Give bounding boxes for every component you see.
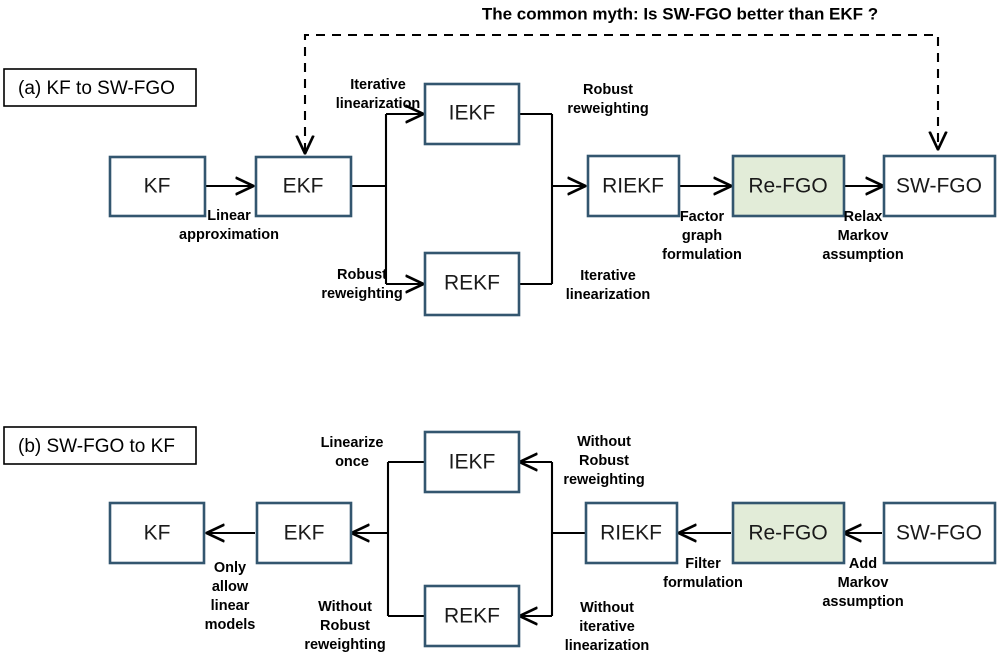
svg-text:reweighting: reweighting	[567, 101, 648, 117]
svg-text:Linear: Linear	[207, 208, 251, 224]
node-a-kf-label: KF	[144, 175, 171, 198]
svg-text:linearization: linearization	[336, 96, 421, 112]
panel-b-label-box	[3, 426, 197, 465]
panel-a-label-box	[3, 68, 197, 107]
a-lbl-relax: Relax Markov assumption	[822, 209, 903, 263]
svg-text:formulation: formulation	[663, 575, 743, 591]
node-a-refgo-label: Re-FGO	[748, 175, 827, 198]
svg-text:Without: Without	[318, 599, 372, 615]
node-a-riekf-label: RIEKF	[602, 175, 664, 198]
b-lbl-linonce: Linearize once	[321, 435, 384, 470]
svg-text:formulation: formulation	[662, 247, 742, 263]
node-b-swfgo-label: SW-FGO	[896, 522, 982, 545]
node-b-rekf: REKF	[423, 584, 521, 648]
node-b-iekf-label: IEKF	[449, 451, 496, 474]
svg-text:graph: graph	[682, 228, 722, 244]
svg-text:once: once	[335, 454, 369, 470]
node-a-swfgo-label: SW-FGO	[896, 175, 982, 198]
svg-text:reweighting: reweighting	[321, 286, 402, 302]
node-a-rekf: REKF	[423, 251, 521, 317]
svg-text:Without: Without	[577, 434, 631, 450]
node-a-iekf-label: IEKF	[449, 102, 496, 125]
svg-text:reweighting: reweighting	[304, 637, 385, 653]
b-lbl-worobust-topright: Without Robust reweighting	[563, 434, 644, 488]
node-a-ekf: EKF	[254, 155, 353, 218]
node-a-iekf: IEKF	[423, 82, 521, 146]
svg-text:Iterative: Iterative	[580, 268, 636, 284]
svg-text:approximation: approximation	[179, 227, 279, 243]
svg-text:Only: Only	[214, 560, 246, 576]
node-b-kf-label: KF	[144, 522, 171, 545]
node-a-refgo: Re-FGO	[731, 154, 846, 218]
svg-text:Linearize: Linearize	[321, 435, 384, 451]
b-lbl-worobust-bottomleft: Without Robust reweighting	[304, 599, 385, 653]
svg-text:allow: allow	[212, 579, 249, 595]
svg-text:reweighting: reweighting	[563, 472, 644, 488]
node-a-ekf-label: EKF	[283, 175, 324, 198]
node-a-riekf: RIEKF	[586, 154, 681, 218]
panel-a-label: (a) KF to SW-FGO	[18, 78, 175, 99]
node-b-refgo: Re-FGO	[731, 501, 846, 565]
svg-text:linearization: linearization	[566, 287, 651, 303]
svg-text:Markov: Markov	[838, 228, 889, 244]
svg-text:Without: Without	[580, 600, 634, 616]
svg-text:Robust: Robust	[337, 267, 387, 283]
svg-text:Add: Add	[849, 556, 877, 572]
node-b-kf: KF	[108, 501, 206, 565]
node-a-rekf-label: REKF	[444, 272, 500, 295]
svg-text:linearization: linearization	[565, 638, 650, 654]
svg-text:Markov: Markov	[838, 575, 889, 591]
b-lbl-woiter: Without iterative linearization	[565, 600, 650, 654]
a-lbl-iterlin: Iterative linearization	[336, 77, 421, 112]
myth-dashed-connector	[305, 33, 938, 152]
svg-text:Factor: Factor	[680, 209, 725, 225]
svg-text:Iterative: Iterative	[350, 77, 406, 93]
svg-text:models: models	[205, 617, 256, 633]
node-b-iekf: IEKF	[423, 430, 521, 494]
node-b-refgo-label: Re-FGO	[748, 522, 827, 545]
svg-text:Robust: Robust	[320, 618, 370, 634]
node-b-swfgo: SW-FGO	[882, 501, 997, 565]
svg-text:Filter: Filter	[685, 556, 721, 572]
figure-title: The common myth: Is SW-FGO better than E…	[482, 4, 878, 23]
svg-text:assumption: assumption	[822, 247, 903, 263]
node-b-riekf-label: RIEKF	[600, 522, 662, 545]
b-lbl-onlylinear: Only allow linear models	[205, 560, 256, 633]
svg-text:Robust: Robust	[579, 453, 629, 469]
node-b-rekf-label: REKF	[444, 605, 500, 628]
node-b-riekf: RIEKF	[584, 501, 679, 565]
node-a-kf: KF	[108, 155, 207, 218]
a-lbl-robust-top: Robust reweighting	[567, 82, 648, 117]
node-a-swfgo: SW-FGO	[882, 154, 997, 218]
svg-text:Robust: Robust	[583, 82, 633, 98]
a-lbl-iterlin-bottom: Iterative linearization	[566, 268, 651, 303]
node-b-ekf: EKF	[255, 501, 353, 565]
b-lbl-filter: Filter formulation	[663, 556, 743, 591]
a-lbl-factor: Factor graph formulation	[662, 209, 742, 263]
panel-b-label: (b) SW-FGO to KF	[18, 436, 175, 457]
node-b-ekf-label: EKF	[284, 522, 325, 545]
a-lbl-linear: Linear approximation	[179, 208, 279, 243]
a-lbl-robust-bottom: Robust reweighting	[321, 267, 402, 302]
svg-text:assumption: assumption	[822, 594, 903, 610]
b-lbl-addmarkov: Add Markov assumption	[822, 556, 903, 610]
svg-text:Relax: Relax	[844, 209, 883, 225]
svg-text:iterative: iterative	[579, 619, 635, 635]
svg-text:linear: linear	[211, 598, 250, 614]
